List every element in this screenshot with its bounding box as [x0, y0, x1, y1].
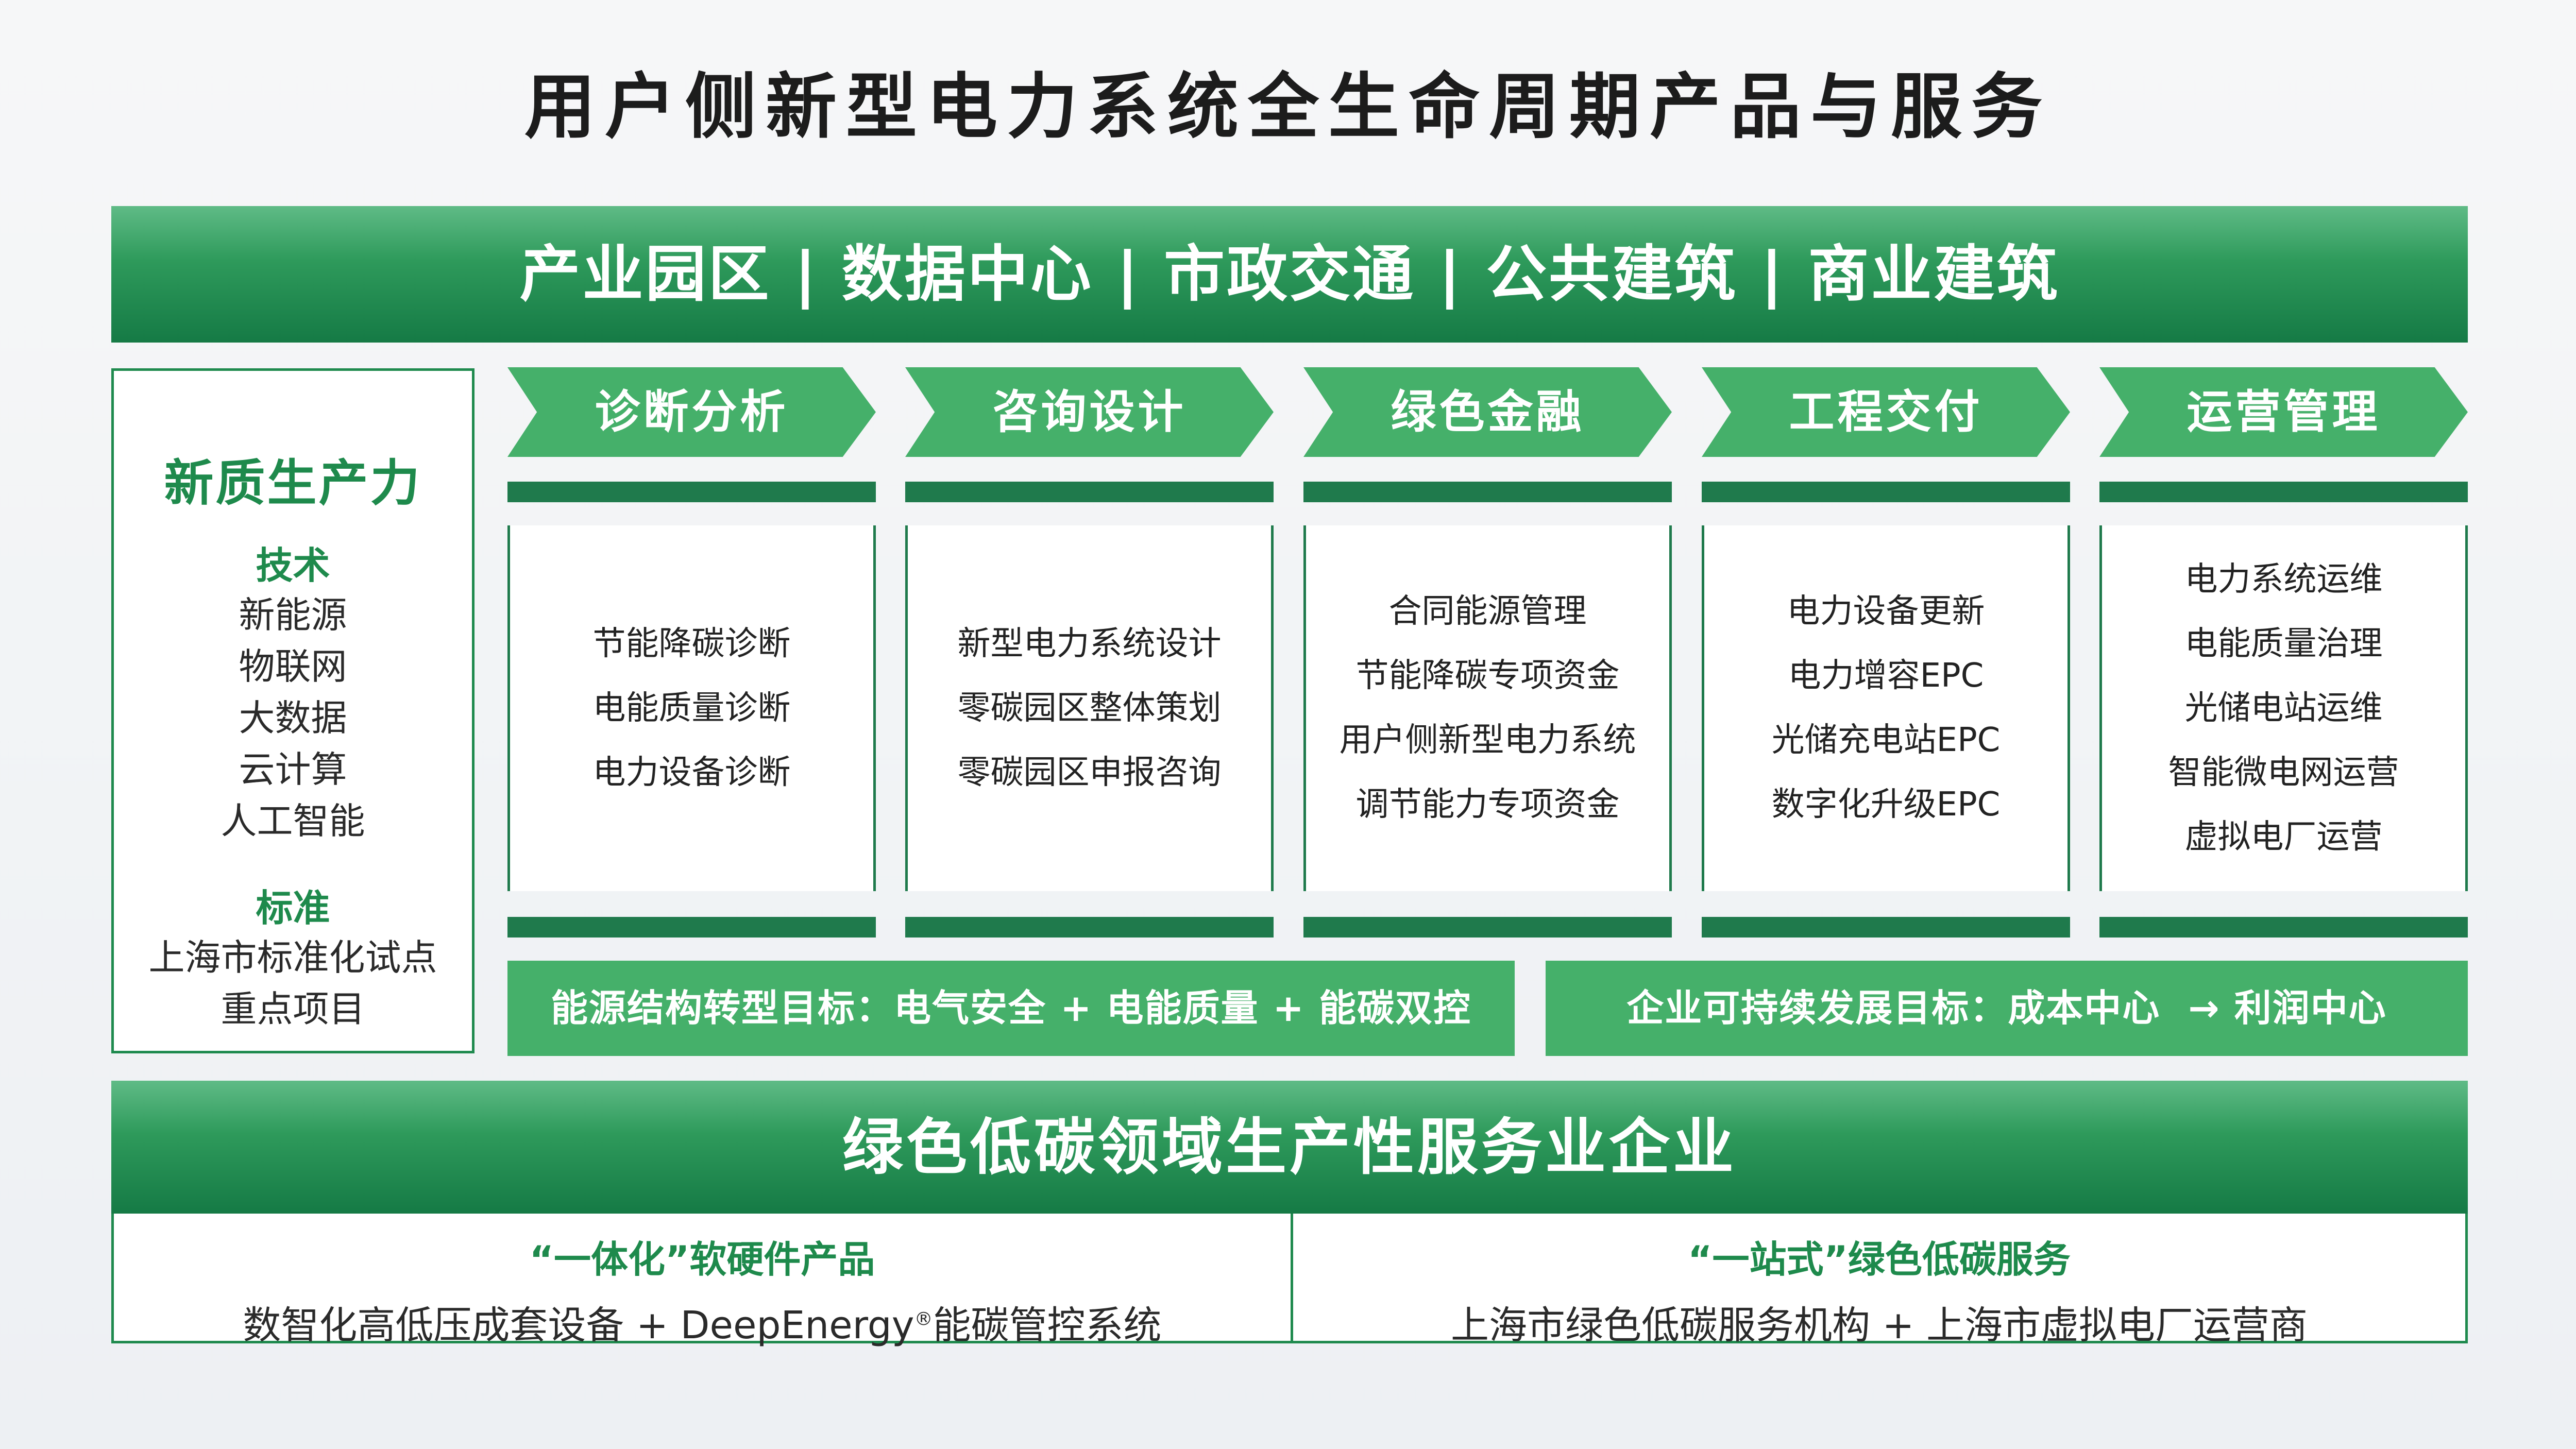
service-item: 零碳园区申报咨询: [957, 753, 1222, 792]
column-bottom-bar: [1303, 917, 1672, 937]
service-item: 电力系统运维: [2184, 560, 2383, 599]
service-item: 调节能力专项资金: [1355, 786, 1620, 824]
stage-arrow-diagnosis: 诊断分析: [507, 367, 876, 457]
standard-item: 重点项目: [221, 988, 365, 1030]
service-item: 电力设备诊断: [592, 753, 791, 792]
column-consulting: 新型电力系统设计 零碳园区整体策划 零碳园区申报咨询: [905, 525, 1274, 891]
service-item: 节能降碳诊断: [592, 624, 791, 663]
one-stop-services-box: “一站式”绿色低碳服务 上海市绿色低碳服务机构 + 上海市虚拟电厂运营商: [1291, 1214, 2468, 1348]
service-item: 用户侧新型电力系统: [1339, 721, 1636, 759]
stage-arrow-delivery: 工程交付: [1702, 367, 2070, 457]
service-item: 电力设备更新: [1787, 592, 1985, 630]
standard-item: 上海市标准化试点: [148, 936, 437, 979]
service-item: 零碳园区整体策划: [957, 689, 1222, 727]
tech-item: 新能源: [239, 594, 347, 636]
service-item: 数字化升级EPC: [1771, 786, 2001, 824]
column-bottom-bar: [2099, 917, 2468, 937]
products-text-main: 数智化高低压成套设备 + DeepEnergy: [243, 1303, 914, 1348]
column-top-bar: [1303, 482, 1672, 502]
productivity-panel: 新质生产力 技术 新能源 物联网 大数据 云计算 人工智能 标准 上海市标准化试…: [111, 368, 474, 1053]
service-item: 电力增容EPC: [1788, 657, 1984, 695]
service-item: 合同能源管理: [1388, 592, 1587, 630]
service-item: 智能微电网运营: [2168, 753, 2399, 792]
energy-transition-goal: 能源结构转型目标：电气安全 + 电能质量 + 能碳双控: [507, 961, 1515, 1056]
column-top-bar: [507, 482, 876, 502]
tech-item: 云计算: [239, 748, 347, 791]
tech-heading: 技术: [256, 544, 330, 587]
products-text-tail: 能碳管控系统: [933, 1303, 1162, 1348]
productivity-title: 新质生产力: [164, 454, 422, 512]
integrated-products-box: “一体化”软硬件产品 数智化高低压成套设备 + DeepEnergy®能碳管控系…: [111, 1214, 1293, 1348]
column-delivery: 电力设备更新 电力增容EPC 光储充电站EPC 数字化升级EPC: [1702, 525, 2070, 891]
page-title: 用户侧新型电力系统全生命周期产品与服务: [524, 65, 2052, 148]
stage-arrow-operation: 运营管理: [2099, 367, 2468, 457]
tech-item: 人工智能: [221, 800, 365, 842]
column-top-bar: [1702, 482, 2070, 502]
one-stop-services-heading: “一站式”绿色低碳服务: [1688, 1238, 2071, 1281]
column-bottom-bar: [905, 917, 1274, 937]
column-finance: 合同能源管理 节能降碳专项资金 用户侧新型电力系统 调节能力专项资金: [1303, 525, 1672, 891]
integrated-products-text: 数智化高低压成套设备 + DeepEnergy®能碳管控系统: [114, 1294, 1291, 1350]
service-item: 电能质量治理: [2184, 624, 2383, 663]
column-top-bar: [905, 482, 1274, 502]
service-item: 光储电站运维: [2184, 689, 2383, 727]
column-top-bar: [2099, 482, 2468, 502]
stage-arrow-consulting: 咨询设计: [905, 367, 1274, 457]
service-item: 新型电力系统设计: [957, 624, 1222, 663]
scenario-banner: 产业园区 | 数据中心 | 市政交通 | 公共建筑 | 商业建筑: [111, 206, 2468, 343]
standard-heading: 标准: [256, 887, 330, 930]
column-operation: 电力系统运维 电能质量治理 光储电站运维 智能微电网运营 虚拟电厂运营: [2099, 525, 2468, 891]
tech-item: 物联网: [239, 645, 347, 688]
service-item: 电能质量诊断: [592, 689, 791, 727]
registered-mark: ®: [914, 1308, 933, 1330]
service-item: 节能降碳专项资金: [1355, 657, 1620, 695]
column-diagnosis: 节能降碳诊断 电能质量诊断 电力设备诊断: [507, 525, 876, 891]
service-item: 虚拟电厂运营: [2184, 817, 2383, 856]
tech-item: 大数据: [239, 697, 347, 739]
column-bottom-bar: [1702, 917, 2070, 937]
service-item: 光储充电站EPC: [1771, 721, 2001, 759]
enterprise-banner: 绿色低碳领域生产性服务业企业: [111, 1081, 2468, 1214]
integrated-products-heading: “一体化”软硬件产品: [529, 1238, 875, 1281]
stage-arrow-finance: 绿色金融: [1303, 367, 1672, 457]
column-bottom-bar: [507, 917, 876, 937]
sustainability-goal: 企业可持续发展目标：成本中心 → 利润中心: [1546, 961, 2468, 1056]
one-stop-services-text: 上海市绿色低碳服务机构 + 上海市虚拟电厂运营商: [1450, 1303, 2308, 1348]
